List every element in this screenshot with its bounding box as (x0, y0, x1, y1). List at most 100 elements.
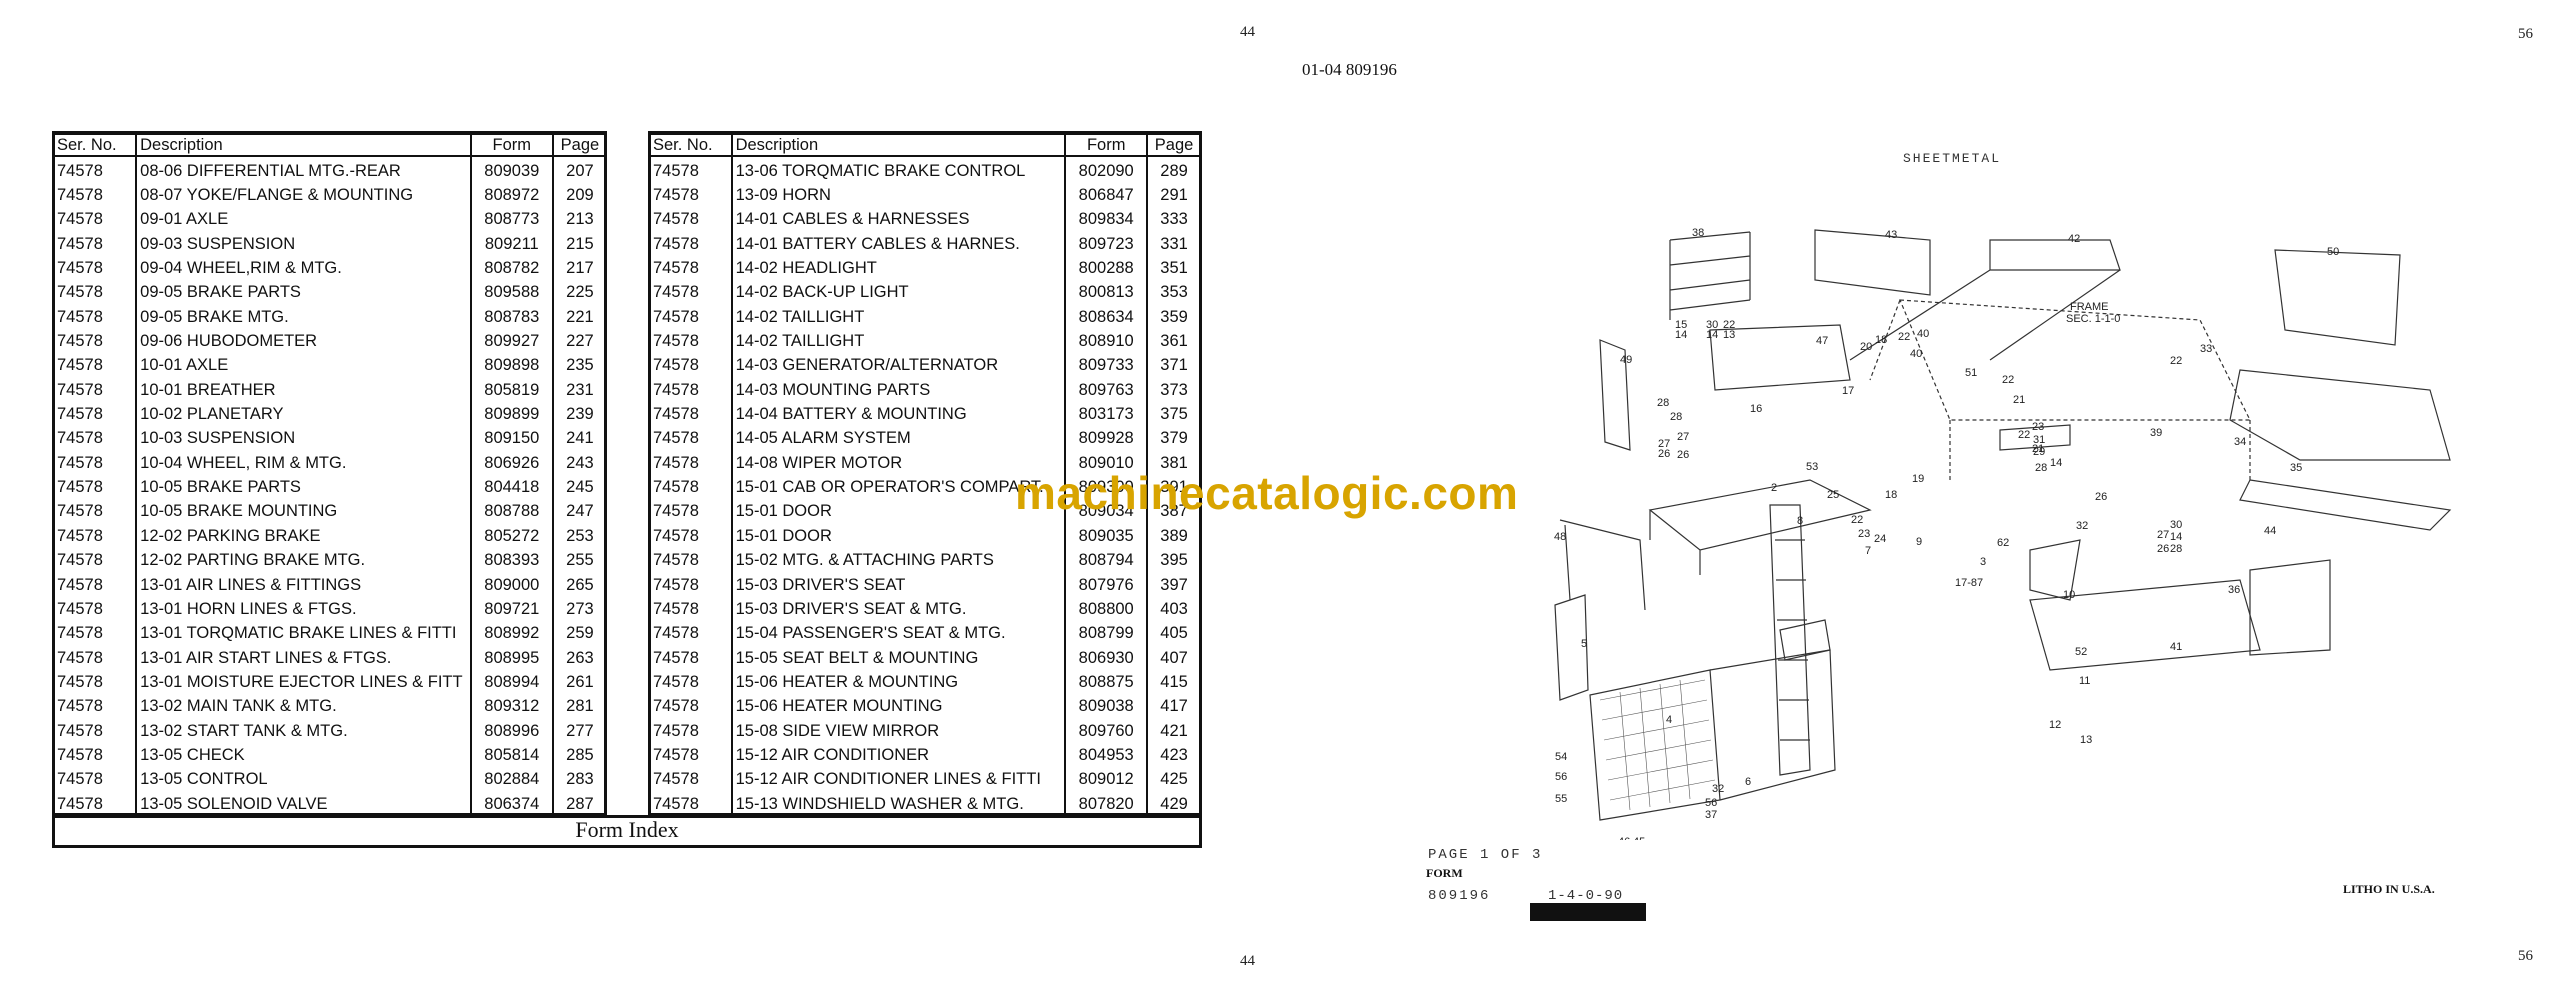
cell-ser-no: 74578 (54, 670, 138, 695)
cell-ser-no: 74578 (54, 156, 138, 184)
cell-ser-no: 74578 (650, 791, 733, 817)
cell-ser-no: 74578 (54, 524, 138, 549)
cell-form: 809211 (470, 232, 554, 257)
part-42 (1849, 239, 2121, 361)
cell-form: 805272 (470, 524, 554, 549)
cell-ser-no: 74578 (650, 743, 733, 768)
caption-divider (52, 815, 1202, 818)
panel-43 (1814, 229, 1931, 296)
cell-form: 808800 (1065, 597, 1149, 622)
cell-page: 247 (566, 502, 594, 521)
cell-description: 15-03 DRIVER'S SEAT & MTG. (731, 597, 1067, 622)
svg-text:54: 54 (1555, 751, 1567, 763)
cell-page: 209 (566, 186, 594, 205)
cell-page: 289 (1160, 161, 1188, 180)
cell-ser-no: 74578 (54, 207, 138, 233)
cell-page: 351 (1160, 259, 1188, 278)
svg-text:24: 24 (1874, 533, 1886, 545)
cell-page: 373 (1160, 380, 1188, 399)
panel-5 (1554, 594, 1589, 701)
svg-text:32: 32 (1712, 783, 1724, 795)
central-frame (1869, 299, 2251, 480)
cell-ser-no: 74578 (650, 305, 733, 330)
cell-form: 809834 (1065, 207, 1149, 233)
cell-ser-no: 74578 (54, 475, 138, 500)
cell-page: 241 (566, 429, 594, 448)
svg-text:18: 18 (1875, 334, 1887, 346)
frame-section-label: SEC. 1-1-0 (2066, 313, 2120, 325)
svg-text:34: 34 (2234, 436, 2246, 448)
cell-description: 14-08 WIPER MOTOR (731, 451, 1067, 476)
cell-form: 809760 (1065, 718, 1149, 744)
cell-ser-no: 74578 (650, 597, 733, 622)
cell-page: 217 (566, 259, 594, 278)
cell-description: 08-06 DIFFERENTIAL MTG.-REAR (136, 156, 472, 184)
cell-description: 15-05 SEAT BELT & MOUNTING (731, 645, 1067, 671)
cell-ser-no: 74578 (650, 402, 733, 427)
svg-text:40: 40 (1910, 348, 1922, 360)
cell-description: 10-02 PLANETARY (136, 402, 472, 427)
cell-ser-no: 74578 (650, 621, 733, 646)
svg-text:13: 13 (1723, 329, 1735, 341)
cell-ser-no: 74578 (650, 232, 733, 257)
cell-description: 12-02 PARKING BRAKE (136, 524, 472, 549)
svg-text:15: 15 (1675, 319, 1687, 331)
right-page-number-top: 56 (2518, 26, 2533, 42)
cell-description: 13-09 HORN (731, 183, 1067, 208)
svg-text:10: 10 (2063, 589, 2075, 601)
cell-page: 397 (1160, 575, 1188, 594)
cell-page: 231 (566, 380, 594, 399)
cell-page: 227 (566, 332, 594, 351)
page-of-label: PAGE 1 OF 3 (1428, 847, 1543, 863)
cell-page: 405 (1160, 624, 1188, 643)
cell-page: 213 (566, 210, 594, 229)
cell-description: 15-01 DOOR (731, 499, 1067, 525)
cell-form: 809721 (470, 597, 554, 622)
cell-form: 806926 (470, 451, 554, 476)
cell-description: 09-03 SUSPENSION (136, 232, 472, 257)
cell-description: 14-04 BATTERY & MOUNTING (731, 402, 1067, 427)
cell-form: 809928 (1065, 426, 1149, 452)
cell-ser-no: 74578 (54, 572, 138, 598)
column-header-form: Form (1065, 133, 1149, 157)
cell-ser-no: 74578 (650, 280, 733, 306)
cell-form: 807976 (1065, 572, 1149, 598)
cell-form: 809899 (470, 402, 554, 427)
cell-description: 14-05 ALARM SYSTEM (731, 426, 1067, 452)
svg-text:42: 42 (2068, 233, 2080, 245)
svg-text:13: 13 (2080, 734, 2092, 746)
svg-text:36: 36 (2228, 584, 2240, 596)
cell-description: 10-01 AXLE (136, 353, 472, 379)
cell-page: 387 (1160, 502, 1188, 521)
cell-description: 09-01 AXLE (136, 207, 472, 233)
panel-50 (2274, 249, 2401, 346)
svg-text:3: 3 (1980, 556, 1986, 568)
svg-text:35: 35 (2290, 462, 2302, 474)
cell-ser-no: 74578 (54, 329, 138, 354)
cell-form: 808393 (470, 548, 554, 573)
cell-description: 14-03 MOUNTING PARTS (731, 378, 1067, 403)
column-header-ser-no: Ser. No. (650, 133, 733, 157)
cell-ser-no: 74578 (650, 767, 733, 792)
cell-form: 800813 (1065, 280, 1149, 306)
cell-page: 207 (566, 161, 594, 180)
cell-page: 287 (566, 794, 594, 813)
platform-25 (1648, 479, 1872, 575)
svg-text:30: 30 (1706, 319, 1718, 331)
form-label: FORM (1426, 866, 1463, 880)
svg-text:41: 41 (2170, 641, 2182, 653)
cell-description: 14-01 CABLES & HARNESSES (731, 207, 1067, 233)
rail-38 (1669, 231, 1751, 320)
